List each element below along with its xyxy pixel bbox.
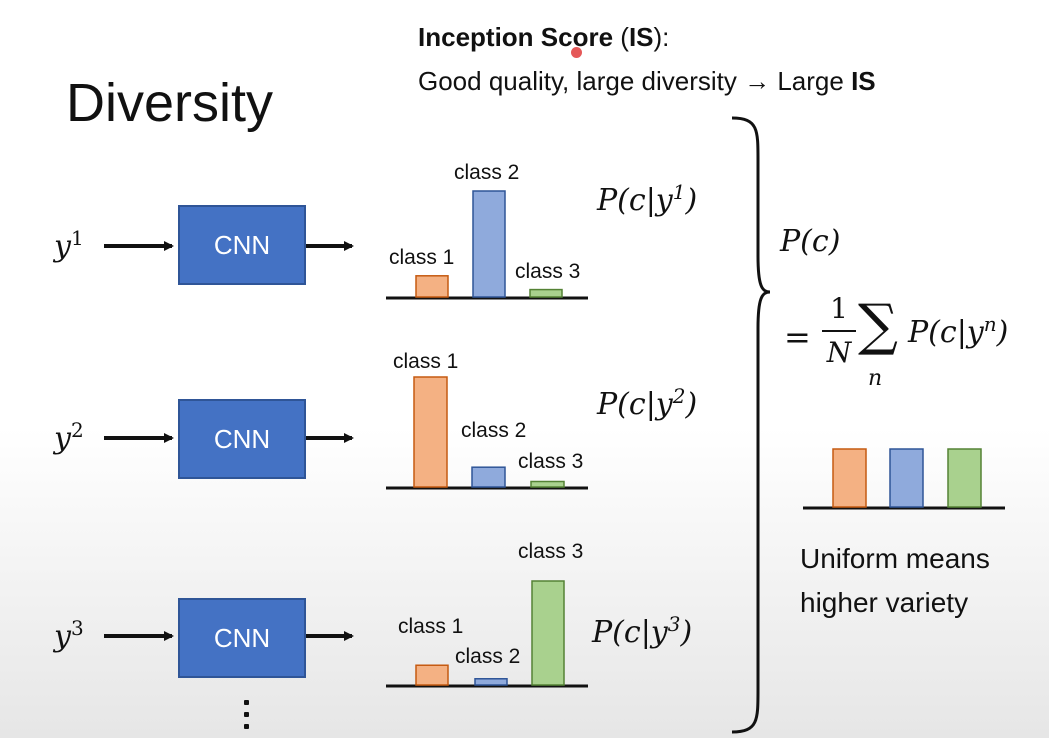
class-label: class 2 <box>461 419 527 442</box>
cnn-label-1: CNN <box>213 229 271 260</box>
uniform-note-line2: higher variety <box>800 587 969 618</box>
class-label: class 3 <box>518 450 584 473</box>
formula-den: N <box>826 336 852 369</box>
is-subtitle-lead: Good quality, large diversity → Large <box>418 66 852 96</box>
bar-chart4-class1 <box>832 448 867 508</box>
bar-chart2-class3 <box>530 480 565 488</box>
bar-chart2-class2 <box>471 466 506 488</box>
is-label: Inception Score <box>418 22 614 52</box>
is-heading: Inception Score (IS): <box>418 22 669 53</box>
is-paren-open: ( <box>613 22 629 52</box>
class-label: class 1 <box>389 246 455 269</box>
bar-chart1-class3 <box>529 288 563 298</box>
bar-chart4-class2 <box>889 448 924 508</box>
class-label: class 3 <box>515 260 581 283</box>
cnn-label-2: CNN <box>213 423 271 454</box>
bar-charts <box>413 190 982 686</box>
bar-chart2-class1 <box>413 376 448 488</box>
ellipsis-dot <box>244 700 249 705</box>
is-abbr: IS <box>628 22 654 52</box>
fraction-bar <box>822 330 856 332</box>
cnn-block-1: CNN <box>178 205 306 285</box>
cnn-block-3: CNN <box>178 598 306 678</box>
input-y3: y3 <box>54 616 84 654</box>
is-subtitle: Good quality, large diversity → Large IS <box>418 66 876 97</box>
uniform-note-line1: Uniform means <box>800 543 990 574</box>
marginal-label: P(c) <box>780 224 841 259</box>
bar-chart3-class2 <box>474 678 508 686</box>
bar-chart4-class3 <box>947 448 982 508</box>
is-tail: ): <box>653 22 670 52</box>
class-label: class 1 <box>398 615 464 638</box>
class-label: class 2 <box>454 161 520 184</box>
cnn-label-3: CNN <box>213 622 271 653</box>
class-label: class 1 <box>393 350 459 373</box>
sum-term: P(c|yn) <box>908 312 1009 350</box>
formula-num: 1 <box>830 292 848 325</box>
input-y1: y1 <box>54 226 84 264</box>
sum-symbol: ∑ <box>858 293 898 358</box>
is-subtitle-abbr: IS <box>851 66 876 96</box>
slide-title: Diversity <box>66 73 274 133</box>
pointer-dot <box>571 47 582 58</box>
ellipsis-dot <box>244 724 249 729</box>
dist-label-3: P(c|y3) <box>592 612 693 650</box>
dist-label-1: P(c|y1) <box>597 180 698 218</box>
right-brace <box>731 116 771 734</box>
formula-eq: = <box>784 318 811 356</box>
bar-chart1-class1 <box>415 275 449 298</box>
sum-index: n <box>868 366 883 391</box>
cnn-block-2: CNN <box>178 399 306 479</box>
class-label: class 2 <box>455 645 521 668</box>
bar-chart3-class1 <box>415 664 449 686</box>
input-y2: y2 <box>54 418 84 456</box>
bar-chart1-class2 <box>472 190 506 298</box>
class-label: class 3 <box>518 540 584 563</box>
dist-label-2: P(c|y2) <box>597 384 698 422</box>
ellipsis-dot <box>244 712 249 717</box>
bar-chart3-class3 <box>531 580 565 686</box>
